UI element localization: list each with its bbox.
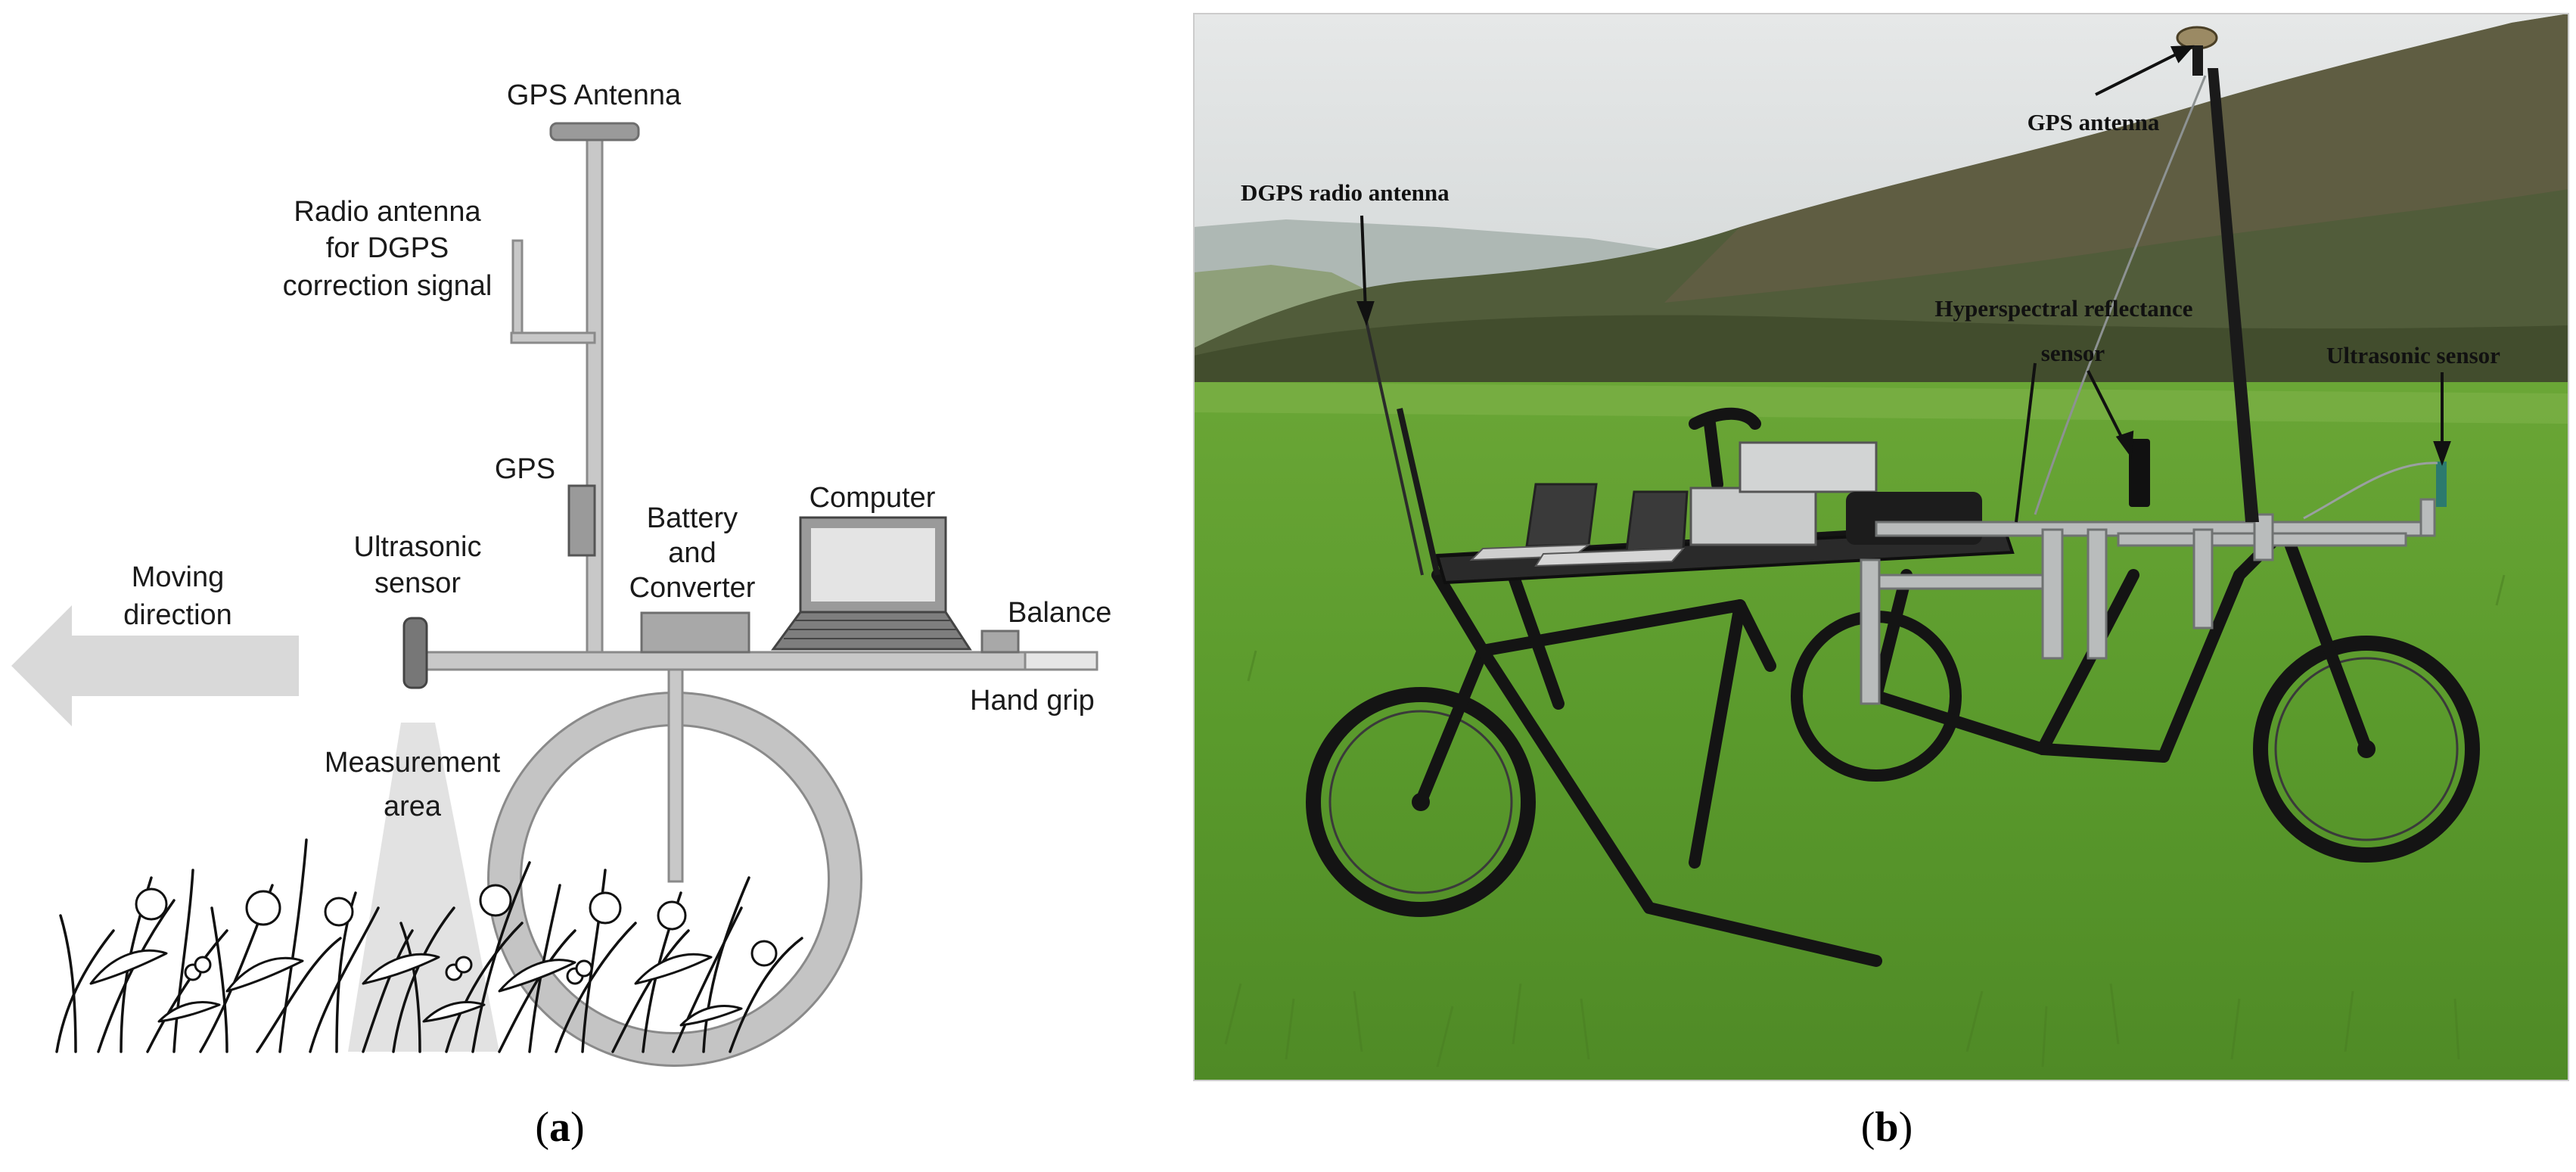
gps-antenna-disk xyxy=(2176,26,2218,50)
label-ultrasonic-sensor-line1: Ultrasonic xyxy=(354,531,482,563)
moving-direction-arrow-icon xyxy=(11,605,299,726)
label-computer: Computer xyxy=(809,482,936,514)
ultrasonic-sensor xyxy=(2436,462,2447,507)
label-moving-direction-line2: direction xyxy=(123,599,232,631)
label-measurement-area-line2: area xyxy=(384,791,442,822)
label-gps: GPS xyxy=(495,453,555,485)
battery-converter-box xyxy=(640,611,750,654)
label-hyperspectral-sensor-line1: Hyperspectral reflectance xyxy=(1934,295,2192,322)
panel-a-schematic: GPS Antenna Radio antenna for DGPS corre… xyxy=(11,79,1111,1151)
caption-b: (b) xyxy=(1861,1104,1913,1151)
label-hyperspectral-sensor-line2: sensor xyxy=(2041,340,2105,366)
sensor-boom xyxy=(1860,498,2436,705)
label-radio-antenna-line2: for DGPS xyxy=(326,232,449,264)
annotation-arrows xyxy=(1356,45,2451,523)
radio-antenna-arm xyxy=(510,331,596,344)
label-gps-antenna: GPS Antenna xyxy=(507,79,682,111)
label-moving-direction-line1: Moving xyxy=(132,561,225,593)
label-radio-antenna-line3: correction signal xyxy=(283,270,493,302)
caption-a: (a) xyxy=(535,1104,584,1151)
label-battery: Battery xyxy=(647,502,738,534)
ultrasonic-sensor xyxy=(402,617,428,689)
hyperspectral-sensor xyxy=(2129,439,2150,507)
label-converter: Converter xyxy=(629,572,756,604)
computer-laptop-icon xyxy=(771,516,972,651)
photo-content xyxy=(1194,14,2568,1080)
gps-antenna-disk xyxy=(549,122,640,141)
photo-border xyxy=(1193,13,2569,1081)
label-ultrasonic-sensor-line2: sensor xyxy=(374,567,461,599)
label-gps-antenna-photo: GPS antenna xyxy=(2028,109,2160,135)
label-balance: Balance xyxy=(1008,597,1111,629)
label-radio-antenna-line1: Radio antenna xyxy=(294,196,481,228)
equipment-box-silver xyxy=(1689,487,1817,546)
label-dgps-radio-antenna: DGPS radio antenna xyxy=(1241,179,1450,206)
dgps-radio-antenna xyxy=(1364,317,1424,576)
hand-grip xyxy=(1024,651,1098,671)
label-measurement-area-line1: Measurement xyxy=(325,747,501,779)
gps-receiver xyxy=(567,484,596,557)
gps-mast xyxy=(2208,68,2259,522)
plants-drawing-icon xyxy=(55,838,803,1053)
balance-weight xyxy=(980,630,1020,654)
label-hand-grip: Hand grip xyxy=(970,685,1095,717)
label-and: and xyxy=(668,537,716,569)
label-ultrasonic-sensor-photo: Ultrasonic sensor xyxy=(2326,342,2500,368)
equipment-box-top xyxy=(1739,441,1878,493)
laptops xyxy=(1469,483,1689,567)
rear-right-wheel xyxy=(2253,636,2480,863)
